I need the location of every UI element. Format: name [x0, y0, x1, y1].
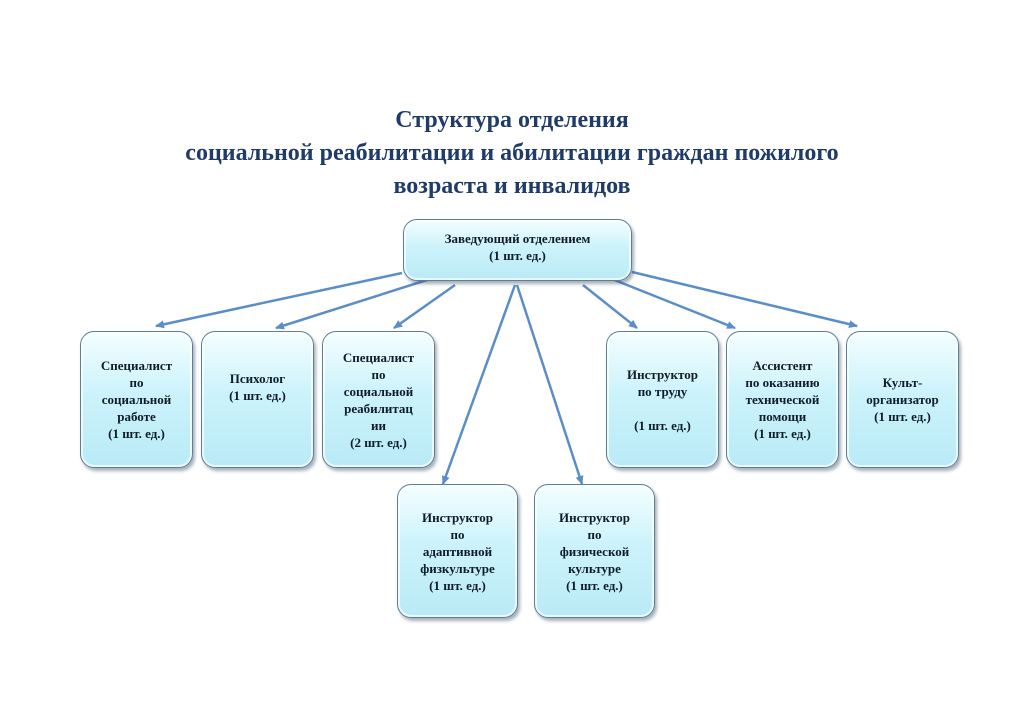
- title-line-1: Структура отделения: [395, 107, 629, 133]
- connector-social-work: [155, 271, 403, 329]
- node-line: по: [587, 526, 602, 542]
- node-line: (1 шт. ед.): [874, 409, 931, 424]
- title-line-3: возраста и инвалидов: [393, 173, 631, 199]
- node-line: (1 шт. ед.): [429, 577, 486, 593]
- connector-culture-organizer: [631, 270, 858, 329]
- connector-labor-instructor: [582, 284, 638, 329]
- node-head-line-2: (1 шт. ед.): [489, 248, 546, 263]
- node-line: Специалист: [100, 358, 173, 373]
- node-line: работе: [117, 409, 156, 424]
- node-line: Ассистент: [752, 358, 813, 373]
- connector-adaptive-instructor: [441, 284, 517, 485]
- node-line: (2 шт. ед.): [350, 434, 407, 450]
- connector-assistant: [611, 277, 736, 330]
- diagram-title: Структура отделения социальной реабилита…: [0, 104, 1024, 203]
- title-line-2: социальной реабилитации и абилитации гра…: [185, 140, 839, 166]
- node-line: по: [450, 526, 465, 542]
- node-line: по оказанию: [745, 375, 820, 390]
- node-line: физкультуре: [420, 560, 495, 576]
- node-physical-education-instructor: Инструктор по физической культуре (1 шт.…: [534, 484, 655, 618]
- node-line: помощи: [758, 409, 807, 424]
- node-culture-organizer: Культ- организатор (1 шт. ед.): [846, 331, 959, 468]
- node-adaptive-pe-instructor: Инструктор по адаптивной физкультуре (1 …: [397, 484, 518, 618]
- node-line: (1 шт. ед.): [754, 426, 811, 441]
- node-line: организатор: [866, 392, 939, 407]
- node-line: Инструктор: [422, 509, 493, 525]
- connector-psychologist: [275, 277, 431, 330]
- node-rehab-specialist: Специалист по социальной реабилитац ии (…: [322, 331, 435, 468]
- node-line: технической: [745, 392, 820, 407]
- node-line: реабилитац: [344, 400, 413, 416]
- node-line: (1 шт. ед.): [566, 577, 623, 593]
- node-line: (1 шт. ед.): [108, 426, 165, 441]
- node-line: (1 шт. ед.): [634, 417, 691, 433]
- node-psychologist: Психолог (1 шт. ед.): [201, 331, 314, 468]
- node-line: по: [371, 366, 386, 382]
- node-line: по: [129, 375, 144, 390]
- node-line: физической: [559, 543, 630, 559]
- connector-physical-instructor: [515, 284, 584, 485]
- node-line: культуре: [568, 560, 621, 576]
- node-head-of-department: Заведующий отделением (1 шт. ед.): [403, 219, 632, 281]
- node-line: по труду: [637, 383, 688, 399]
- node-head-line-1: Заведующий отделением: [444, 231, 591, 246]
- node-labor-instructor: Инструктор по труду (1 шт. ед.): [606, 331, 719, 468]
- node-line: Культ-: [882, 375, 923, 390]
- node-line: Психолог: [229, 371, 286, 386]
- node-line: Инструктор: [559, 509, 630, 525]
- connector-rehab-specialist: [393, 283, 456, 330]
- node-line: (1 шт. ед.): [229, 388, 286, 403]
- node-line: адаптивной: [422, 543, 493, 559]
- node-line: ии: [371, 417, 386, 433]
- node-assistant: Ассистент по оказанию технической помощи…: [726, 331, 839, 468]
- node-line: социальной: [343, 383, 414, 399]
- node-line: Специалист: [342, 349, 415, 365]
- node-line: социальной: [101, 392, 172, 407]
- node-social-work-specialist: Специалист по социальной работе (1 шт. е…: [80, 331, 193, 468]
- node-line: Инструктор: [627, 366, 698, 382]
